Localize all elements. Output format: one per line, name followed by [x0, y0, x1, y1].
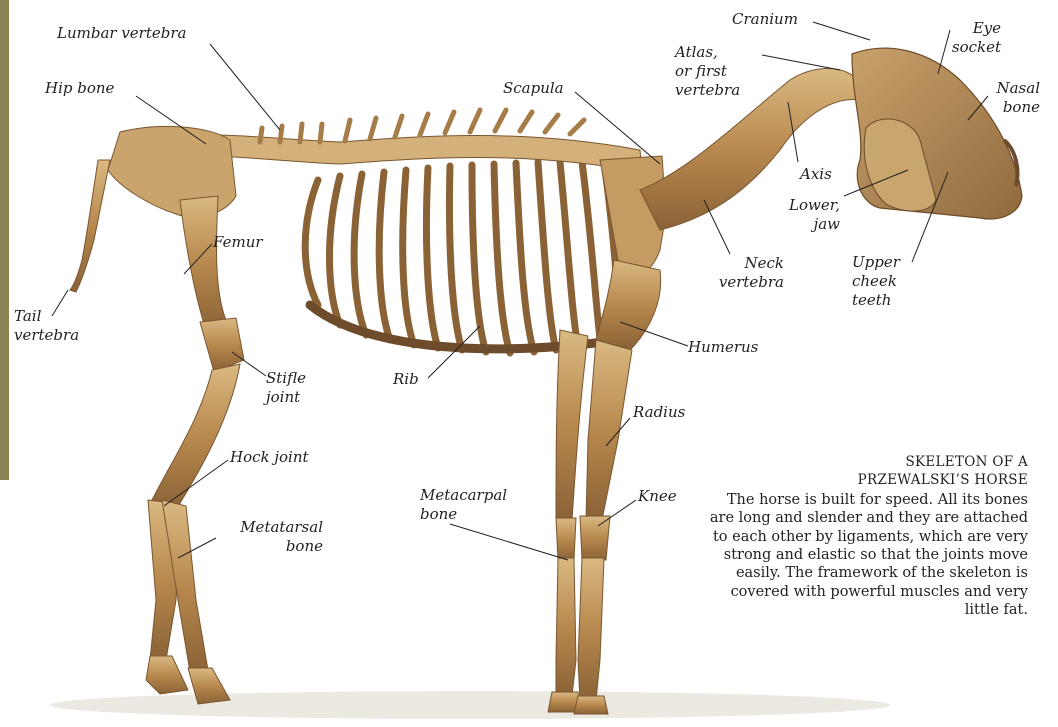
leader-stifle-joint — [232, 352, 266, 376]
label-humerus: Humerus — [688, 338, 758, 357]
leader-radius — [606, 418, 630, 446]
leader-rib — [428, 326, 480, 378]
label-eye-socket: Eye socket — [945, 19, 1001, 57]
leader-knee — [598, 500, 636, 526]
leader-metatarsal-bone — [178, 538, 216, 558]
label-radius: Radius — [633, 403, 685, 422]
label-lower-jaw: Lower, jaw — [770, 196, 840, 234]
label-femur: Femur — [213, 233, 263, 252]
caption-title: SKELETON OF A PRZEWALSKI’S HORSE — [708, 453, 1028, 490]
label-upper-cheek-teeth: Upper cheek teeth — [852, 253, 900, 310]
label-nasal-bone: Nasal bone — [975, 79, 1040, 117]
leader-humerus — [620, 322, 688, 346]
label-cranium: Cranium — [732, 10, 798, 29]
label-rib: Rib — [393, 370, 419, 389]
label-lumbar-vertebra: Lumbar vertebra — [57, 24, 186, 43]
caption: SKELETON OF A PRZEWALSKI’S HORSE The hor… — [708, 453, 1028, 620]
label-atlas: Atlas, or first vertebra — [675, 43, 740, 100]
leader-axis — [788, 102, 798, 162]
leader-hock-joint — [164, 460, 228, 506]
label-neck-vertebra: Neck vertebra — [680, 254, 784, 292]
label-axis: Axis — [800, 165, 832, 184]
leader-scapula — [575, 92, 660, 164]
leader-atlas — [762, 55, 840, 70]
label-stifle-joint: Stifle joint — [266, 369, 306, 407]
leader-cranium — [813, 22, 870, 40]
label-hip-bone: Hip bone — [45, 79, 114, 98]
label-knee: Knee — [638, 487, 677, 506]
label-hock-joint: Hock joint — [230, 448, 309, 467]
leader-upper-cheek-teeth — [912, 172, 948, 262]
caption-body: The horse is built for speed. All its bo… — [708, 491, 1028, 620]
leader-metacarpal-bone — [450, 524, 568, 560]
label-scapula: Scapula — [503, 79, 564, 98]
label-tail-vertebra: Tail vertebra — [14, 307, 79, 345]
leader-hip-bone — [136, 96, 206, 144]
leader-lumbar-vertebra — [210, 44, 280, 130]
leader-neck-vertebra — [704, 200, 730, 254]
label-metacarpal-bone: Metacarpal bone — [420, 486, 507, 524]
leader-femur — [184, 244, 212, 274]
leader-lower-jaw — [844, 170, 908, 196]
label-metatarsal-bone: Metatarsal bone — [220, 518, 323, 556]
